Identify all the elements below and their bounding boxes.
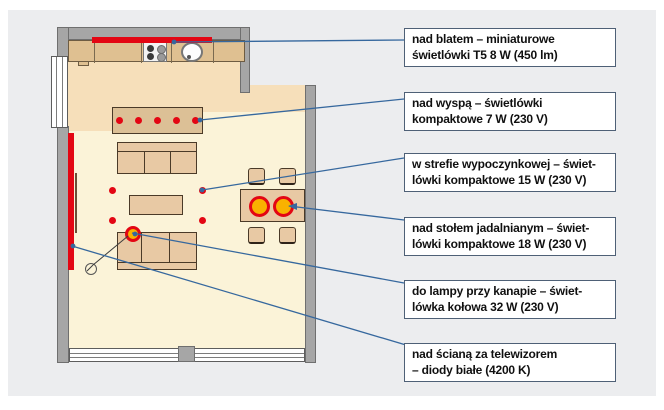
- sofa-seam: [141, 233, 142, 262]
- pendant-light-icon: [273, 196, 294, 217]
- callout-sofa-lamp: do lampy przy kanapie – świet- lówka koł…: [404, 280, 616, 319]
- callout-counter-light: nad blatem – miniaturowe świetlówki T5 8…: [404, 28, 616, 67]
- callout-dining-light: nad stołem jadalnianym – świet- lówki ko…: [404, 217, 616, 256]
- sofa-seam: [169, 233, 170, 262]
- window-frame-line: [56, 57, 57, 127]
- callout-lounge-light: w strefie wypoczynkowej – świet- lówki k…: [404, 153, 616, 192]
- burner-icon: [157, 53, 166, 62]
- recessed-light-icon: [173, 117, 180, 124]
- chair-icon: [279, 227, 296, 244]
- wall-right: [305, 85, 316, 363]
- cabinet-handle: [78, 61, 89, 66]
- recessed-light-icon: [192, 117, 199, 124]
- recessed-light-icon: [135, 117, 142, 124]
- sink-drain-icon: [187, 55, 191, 59]
- callout-tv-wall-light: nad ścianą za telewizorem – diody białe …: [404, 343, 616, 382]
- counter-divider: [94, 41, 95, 63]
- window-frame-line: [62, 57, 63, 127]
- sofa-seam: [144, 151, 145, 174]
- recessed-light-icon: [116, 117, 123, 124]
- sofa-seam: [170, 151, 171, 174]
- burner-icon: [147, 53, 154, 60]
- tv-icon: [75, 173, 77, 233]
- recessed-light-icon: [109, 187, 116, 194]
- sofa-lamp-icon: [125, 226, 141, 242]
- recessed-light-icon: [199, 187, 206, 194]
- recessed-light-icon: [199, 217, 206, 224]
- recessed-light-icon: [109, 217, 116, 224]
- counter-divider: [141, 41, 142, 63]
- coffee-table: [129, 195, 183, 215]
- burner-icon: [147, 45, 154, 52]
- chair-icon: [248, 168, 265, 185]
- recessed-light-icon: [154, 117, 161, 124]
- window-left-icon: [51, 56, 68, 128]
- counter-divider: [171, 41, 172, 63]
- wall-pillar-bottom: [178, 346, 195, 362]
- sofa-top: [117, 142, 197, 174]
- led-strip-counter: [92, 37, 212, 43]
- pendant-light-icon: [249, 196, 270, 217]
- chair-icon: [279, 168, 296, 185]
- callout-island-light: nad wyspą – świetlówki kompaktowe 7 W (2…: [404, 92, 616, 131]
- floor-lamp-icon: [85, 263, 97, 275]
- sofa-seam: [118, 262, 196, 263]
- chair-icon: [248, 227, 265, 244]
- sink-icon: [181, 42, 203, 62]
- counter-divider: [213, 41, 214, 63]
- led-strip-tv-wall: [68, 133, 74, 270]
- sofa-seam: [118, 151, 196, 152]
- stove-icon: [143, 42, 167, 62]
